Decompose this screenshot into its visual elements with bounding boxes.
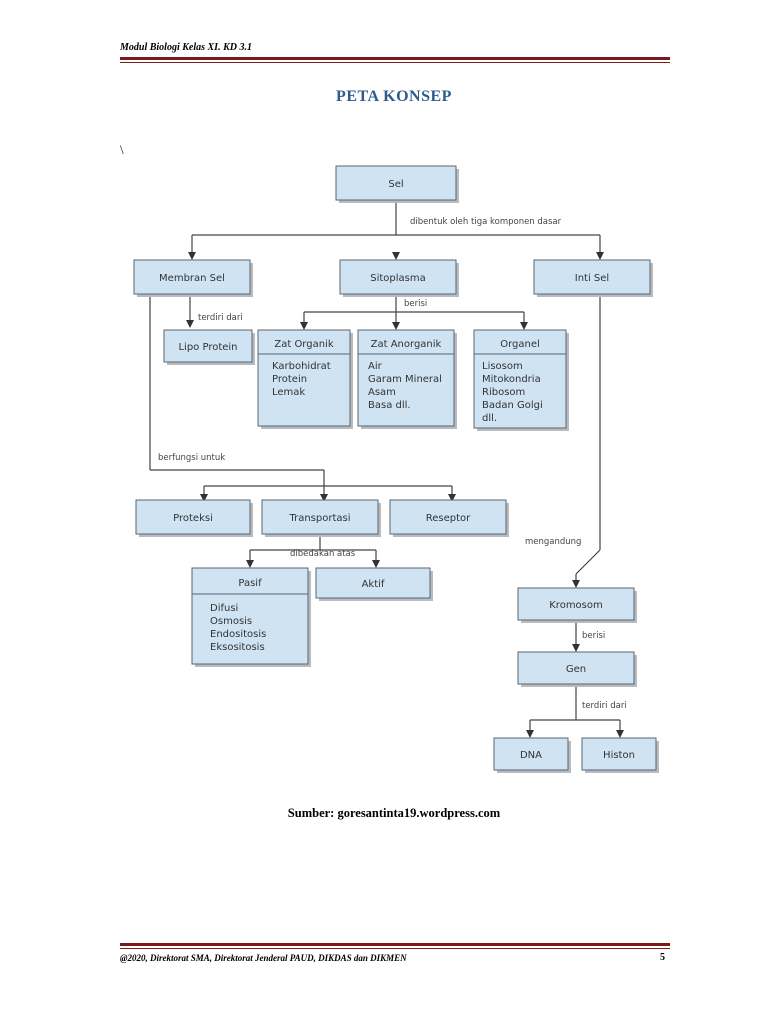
node-sitoplasma: Sitoplasma [339,259,459,297]
pasif-item: Eksositosis [210,642,265,653]
footer-rule [120,943,670,946]
organel-item: Lisosom [482,361,523,372]
node-pasif-title: Pasif [238,578,262,589]
node-aktif: Aktif [315,567,433,601]
connector-berisi-gen: berisi [582,631,605,641]
organel-item: Badan Golgi [482,400,543,411]
connector-terdiri-dari: terdiri dari [198,313,243,323]
node-zat-anorganik-title: Zat Anorganik [371,339,442,350]
arrowheads [186,252,624,738]
header-rule [120,57,670,60]
page-number: 5 [660,952,665,963]
organel-item: Ribosom [482,387,525,398]
zat-organik-item: Lemak [272,387,305,398]
node-gen-label: Gen [566,664,586,675]
zat-anorganik-item: Air [368,361,383,372]
connector-berisi: berisi [404,299,427,309]
node-reseptor: Reseptor [389,499,509,537]
node-histon-label: Histon [603,750,635,761]
footer-rule-thin [120,948,670,949]
node-sitoplasma-label: Sitoplasma [370,273,426,284]
node-inti-sel: Inti Sel [533,259,653,297]
stray-mark: \ [120,142,124,157]
zat-organik-item: Protein [272,374,307,385]
node-sel: Sel [335,165,459,203]
node-membran-sel: Membran Sel [133,259,253,297]
connector-dibedakan: dibedakan atas [290,549,356,559]
connector-berfungsi: berfungsi untuk [158,453,225,463]
footer-text: @2020, Direktorat SMA, Direktorat Jender… [120,953,407,963]
node-zat-organik-title: Zat Organik [274,339,333,350]
node-dna-label: DNA [520,750,542,761]
node-gen: Gen [517,651,637,687]
node-transportasi-label: Transportasi [288,513,350,524]
node-dna: DNA [493,737,571,773]
pasif-item: Osmosis [210,616,252,627]
node-zat-anorganik: Zat Anorganik Air Garam Mineral Asam Bas… [357,329,457,429]
node-proteksi-label: Proteksi [173,513,213,524]
connector-lines [149,200,621,734]
organel-item: dll. [482,413,497,424]
node-sel-label: Sel [388,179,403,190]
node-inti-label: Inti Sel [575,273,609,284]
node-organel: Organel Lisosom Mitokondria Ribosom Bada… [473,329,569,431]
source-caption: Sumber: goresantinta19.wordpress.com [287,806,501,820]
zat-anorganik-item: Basa dll. [368,400,411,411]
node-pasif: Pasif Difusi Osmosis Endositosis Eksosit… [191,567,311,667]
pasif-item: Difusi [210,603,238,614]
page-title: PETA KONSEP [336,88,452,105]
organel-item: Mitokondria [482,374,541,385]
node-transportasi: Transportasi [261,499,381,537]
pasif-item: Endositosis [210,629,266,640]
zat-organik-item: Karbohidrat [272,361,331,372]
concept-map: dibentuk oleh tiga komponen dasar terdir… [133,165,659,773]
connector-mengandung: mengandung [525,537,581,547]
header-text: Modul Biologi Kelas XI. KD 3.1 [120,42,252,53]
node-kromosom-label: Kromosom [549,600,603,611]
node-proteksi: Proteksi [135,499,253,537]
zat-anorganik-item: Asam [368,387,396,398]
node-zat-organik: Zat Organik Karbohidrat Protein Lemak [257,329,353,429]
node-aktif-label: Aktif [362,579,385,590]
zat-anorganik-item: Garam Mineral [368,374,442,385]
node-kromosom: Kromosom [517,587,637,623]
node-lipo-protein: Lipo Protein [163,329,255,365]
connector-terdiri-dari-gen: terdiri dari [582,701,627,711]
connector-dibentuk: dibentuk oleh tiga komponen dasar [410,217,562,227]
node-membran-label: Membran Sel [159,273,225,284]
node-histon: Histon [581,737,659,773]
node-lipo-label: Lipo Protein [178,342,237,353]
node-organel-title: Organel [500,339,540,350]
header-rule-thin [120,62,670,63]
node-reseptor-label: Reseptor [426,513,471,524]
